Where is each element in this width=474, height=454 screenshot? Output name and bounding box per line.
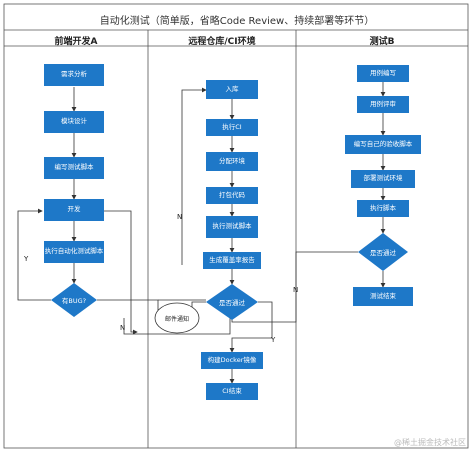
diamond-has-bug [51,283,97,317]
node-module-design: 模块设计 [44,111,104,133]
outer-frame [3,3,469,449]
lane-header-frontend: 前端开发A [54,37,98,47]
diamond-pass-ci [206,284,258,320]
node-build-docker: 构建Docker镜像 [201,352,263,369]
node-coverage-report: 生成覆盖率报告 [203,252,261,269]
edge-label-n-test: N [293,286,299,294]
lane-header-test: 测试B [369,37,395,47]
diamond-has-bug-label: 有BUG? [61,297,87,305]
watermark: @稀土掘金技术社区 [394,438,466,447]
node-run-ci: 执行CI [206,119,258,136]
edge-label-y-ci: Y [271,336,276,344]
node-requirement-analysis: 需求分析 [44,64,104,86]
node-develop: 开发 [44,199,104,221]
node-write-test-script: 编写测试脚本 [44,157,104,179]
node-allocate-env: 分配环境 [206,152,258,171]
node-pack-code: 打包代码 [206,187,258,204]
edge-label-n-ci: N [177,213,183,221]
diamond-pass-b [358,233,408,271]
node-write-accept-script: 编写自己的验收脚本 [345,135,421,154]
node-deploy-test-env: 部署测试环境 [351,170,415,188]
node-run-auto-test: 执行自动化测试脚本 [44,241,104,263]
node-case-review: 用例评审 [357,96,409,113]
node-run-test-script-ci: 执行测试脚本 [206,216,258,238]
mail-notify-label: 邮件通知 [164,316,189,323]
node-case-write: 用例编写 [357,65,409,82]
diamond-pass-b-label: 是否通过 [370,249,396,257]
diamond-pass-ci-label: 是否通过 [219,299,245,307]
mail-circle [154,302,200,334]
node-in-repo: 入库 [206,80,258,99]
node-ci-end: CI结束 [206,383,258,400]
edge-label-n-bug: N [120,324,126,332]
node-run-script: 执行脚本 [357,200,409,217]
lane-header-ci: 远程仓库/CI环境 [188,37,256,47]
lane-ci-edges [104,87,273,384]
diagram-title: 自动化测试（简单版，省略Code Review、持续部署等环节） [99,16,375,27]
node-test-end: 测试结束 [353,287,413,306]
edge-label-y-bug: Y [24,255,29,263]
